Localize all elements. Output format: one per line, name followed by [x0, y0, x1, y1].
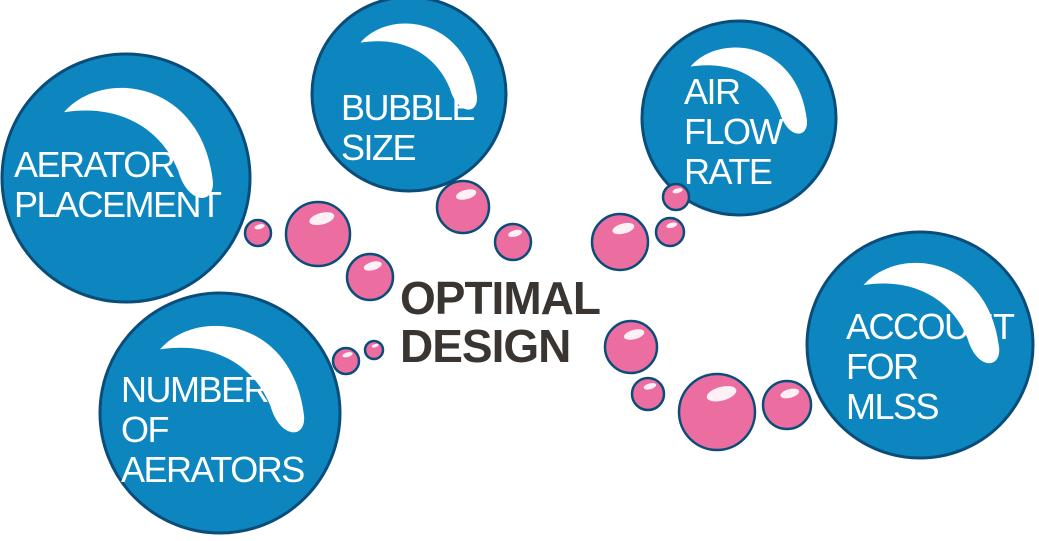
bubble-body — [805, 230, 1035, 460]
label-line: AERATOR — [14, 144, 176, 185]
bubble-body — [761, 379, 813, 431]
label-account-for-mlss: ACCOUNT FOR MLSS — [846, 306, 1015, 427]
connector-bubble-size-1 — [435, 179, 491, 235]
bubble-body — [243, 218, 273, 248]
label-line: MLSS — [846, 386, 940, 427]
bubble-body — [284, 200, 352, 268]
label-line: RATE — [684, 151, 773, 192]
bubble-body — [661, 182, 691, 212]
connector-bubble-number-1 — [363, 339, 385, 361]
air-flow-rate-bubble — [640, 19, 838, 217]
bubble-shine — [254, 224, 265, 230]
bubble-shine — [643, 383, 657, 390]
bubble-highlight — [863, 262, 1000, 364]
bubble-shine — [309, 212, 335, 226]
bubble-shine — [780, 388, 800, 399]
bubble-shine — [672, 188, 683, 194]
connector-bubble-mlss-2 — [630, 376, 666, 412]
bubble-shine — [456, 189, 477, 200]
bubble-shine — [371, 343, 379, 348]
connector-bubble-mlss-4 — [761, 379, 813, 431]
bubble-body — [98, 291, 342, 535]
bubble-body — [435, 179, 491, 235]
center-title-line: OPTIMAL — [400, 272, 601, 324]
bubble-highlight — [64, 87, 213, 198]
connector-bubble-aerator-3 — [345, 252, 395, 302]
label-line: OF — [121, 409, 169, 450]
connector-bubble-aerator-2 — [284, 200, 352, 268]
connector-bubble-flow-2 — [654, 216, 686, 248]
label-line: BUBBLE — [341, 87, 476, 128]
bubble-body — [603, 319, 659, 375]
bubble-shine — [612, 222, 635, 235]
connector-bubble-mlss-1 — [603, 319, 659, 375]
label-line: PLACEMENT — [14, 184, 222, 225]
bubble-body — [677, 372, 757, 452]
label-line: AERATORS — [121, 449, 305, 490]
bubble-body — [590, 212, 650, 272]
bubble-body — [310, 0, 508, 193]
bubble-shine — [342, 352, 353, 358]
bubble-highlight — [690, 47, 808, 134]
number-of-aerators-bubble — [98, 291, 342, 535]
bubble-body — [345, 252, 395, 302]
connector-bubble-size-2 — [493, 222, 533, 262]
bubble-highlight — [160, 325, 305, 433]
label-line: FOR — [846, 346, 919, 387]
bubble-body — [654, 216, 686, 248]
center-title-line: DESIGN — [400, 320, 571, 372]
label-line: FLOW — [684, 111, 784, 152]
bubble-body — [630, 376, 666, 412]
bubble-body — [493, 222, 533, 262]
bubble-shine — [706, 386, 737, 402]
bubble-shine — [624, 329, 645, 340]
bubble-body — [640, 19, 838, 217]
label-line: ACCOUNT — [846, 306, 1015, 347]
label-number-of-aerators: NUMBER OF AERATORS — [121, 369, 305, 490]
bubble-body — [363, 339, 385, 361]
bubble-shine — [508, 229, 523, 238]
label-line: SIZE — [341, 127, 417, 168]
label-aerator-placement: AERATOR PLACEMENT — [14, 144, 222, 225]
bubble-shine — [363, 261, 382, 271]
bubble-body — [331, 346, 361, 376]
label-air-flow-rate: AIR FLOW RATE — [684, 71, 784, 192]
center-title: OPTIMAL DESIGN — [400, 272, 601, 372]
label-bubble-size: BUBBLE SIZE — [341, 87, 476, 168]
connector-bubble-flow-3 — [590, 212, 650, 272]
connector-bubble-mlss-3 — [677, 372, 757, 452]
aerator-placement-bubble — [0, 52, 252, 304]
account-for-mlss-bubble — [805, 230, 1035, 460]
bubble-body — [0, 52, 252, 304]
bubble-highlight — [360, 23, 478, 110]
bubble-shine — [666, 222, 678, 229]
connector-bubble-number-2 — [331, 346, 361, 376]
label-line: NUMBER — [121, 369, 270, 410]
connector-bubble-aerator-1 — [243, 218, 273, 248]
label-line: AIR — [684, 71, 741, 112]
bubble-size-bubble — [310, 0, 508, 193]
connector-bubble-flow-1 — [661, 182, 691, 212]
